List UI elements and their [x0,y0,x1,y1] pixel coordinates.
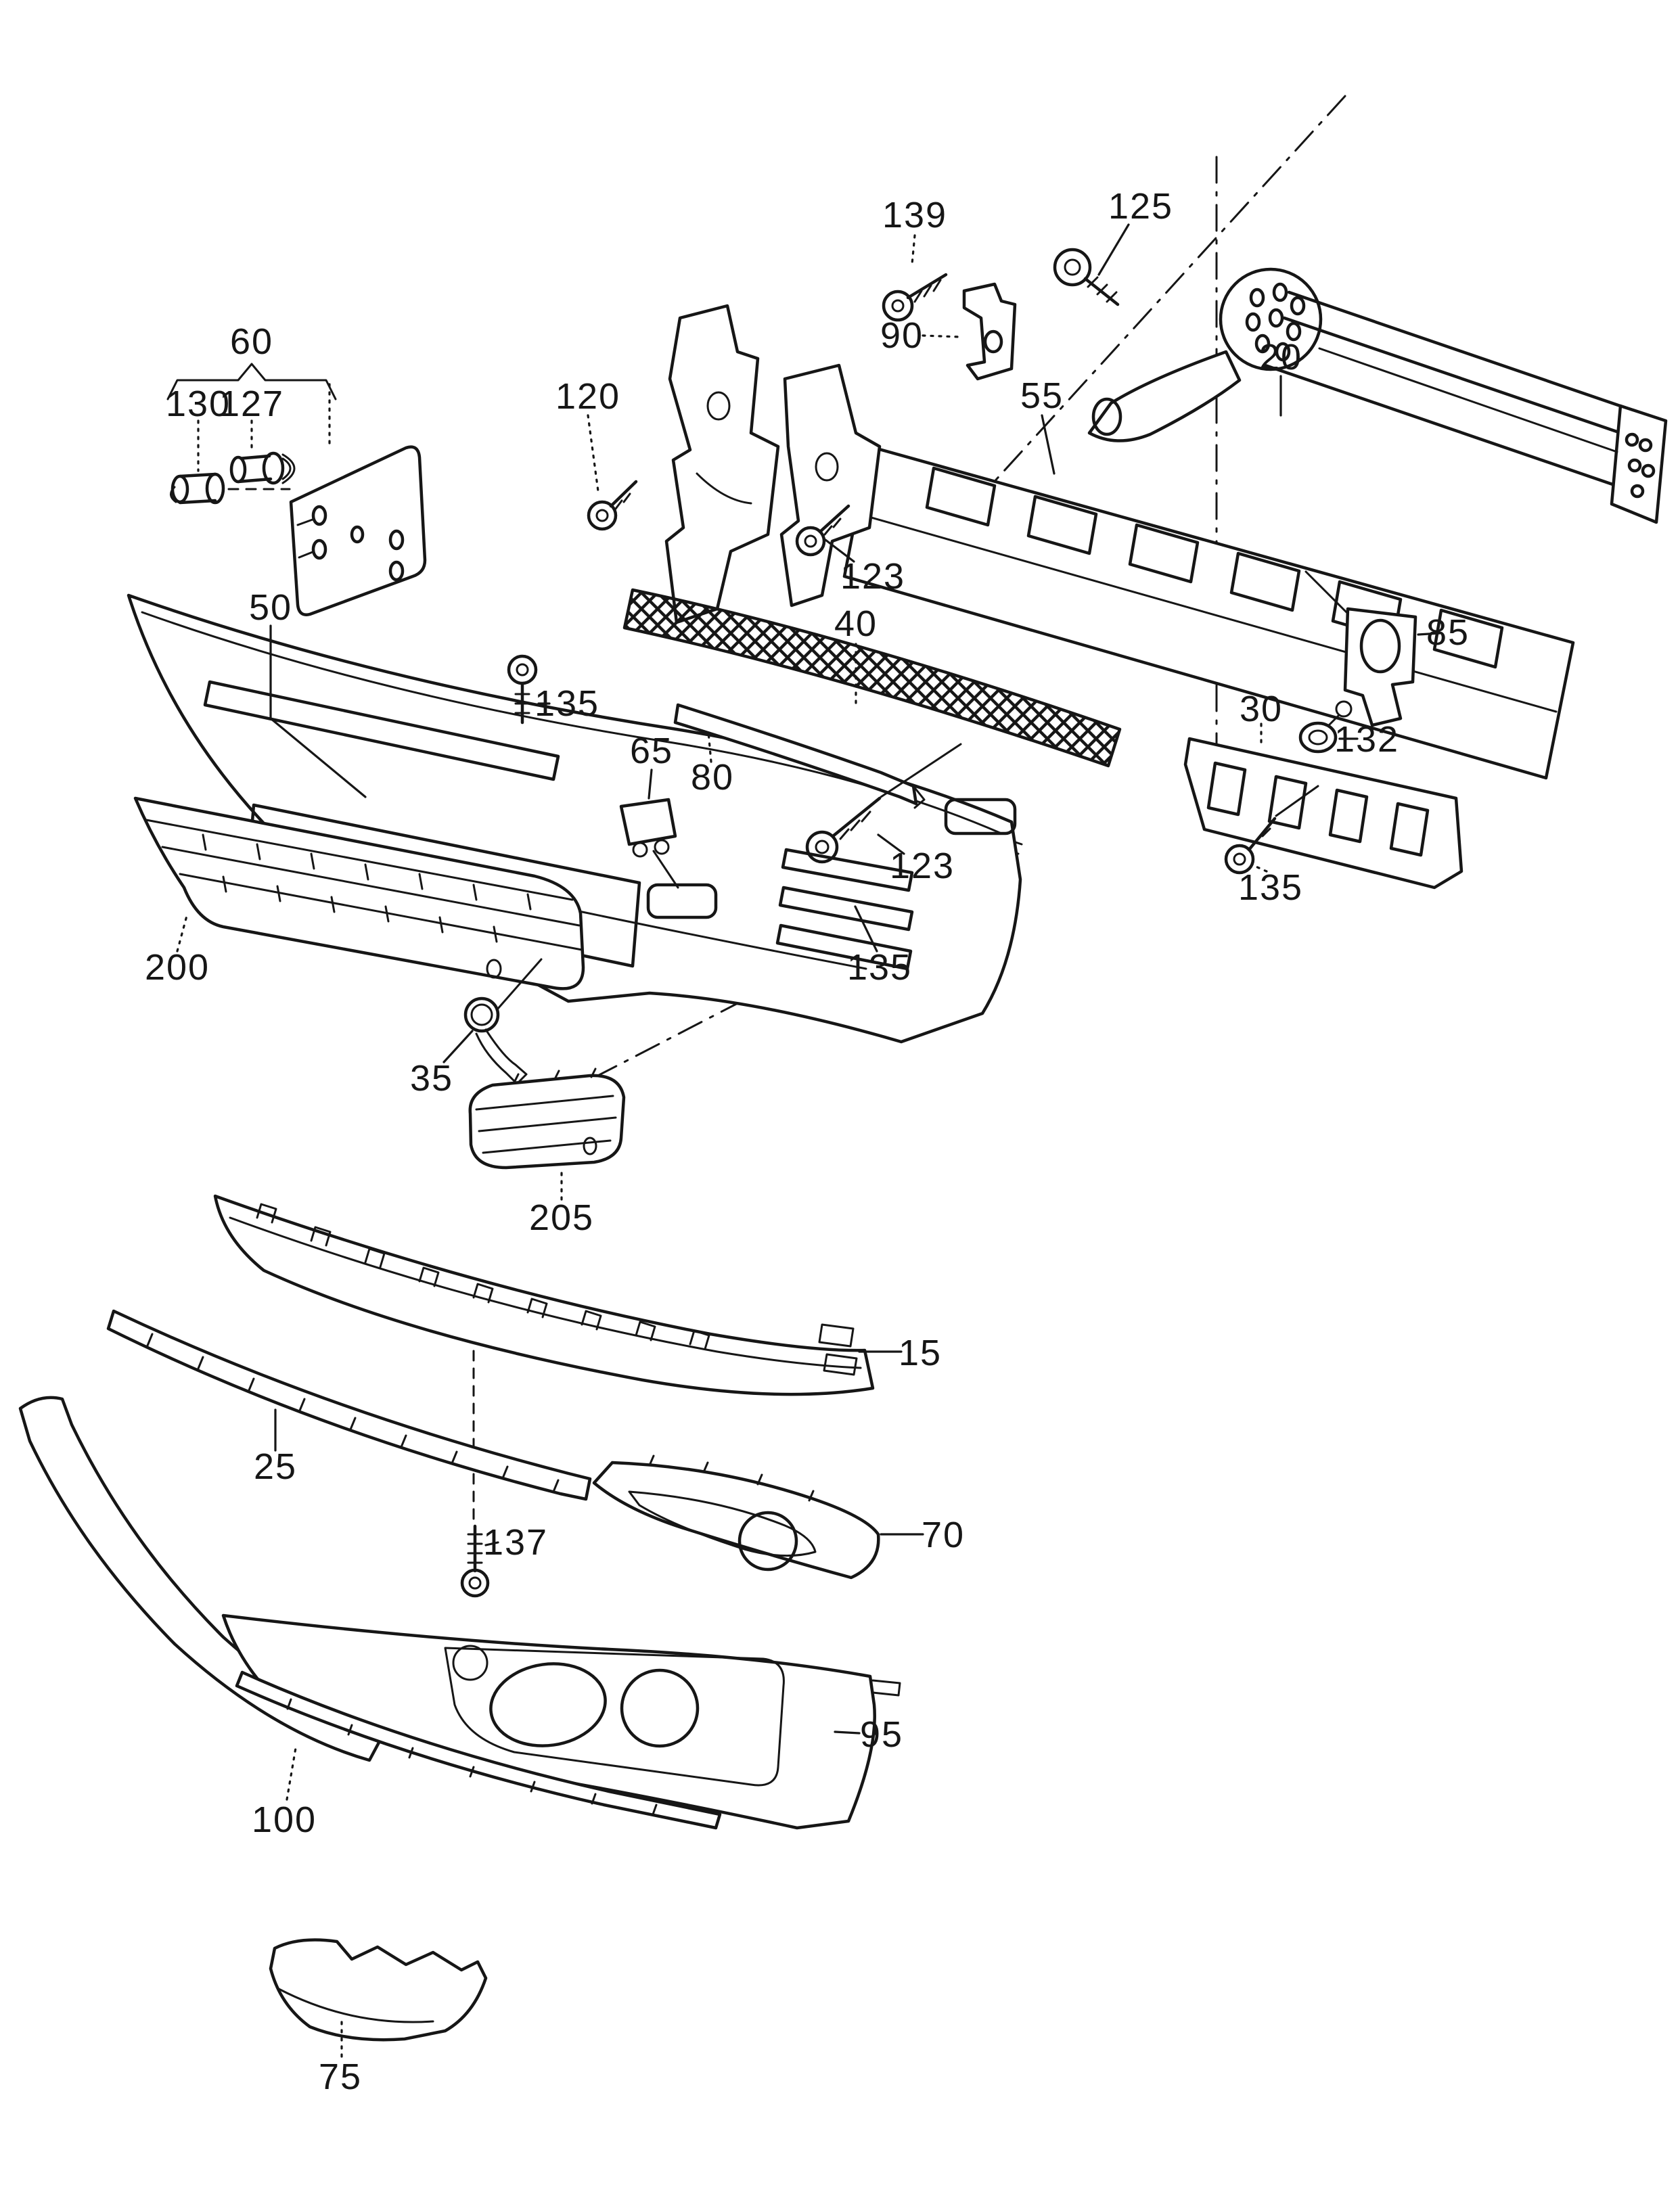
part-bracket-90 [962,282,1017,381]
callout-90[interactable]: 90 [880,315,924,356]
callout-123b[interactable]: 123 [889,846,955,886]
callout-130[interactable]: 130 [165,384,231,424]
leader-80 [707,731,712,763]
callout-85[interactable]: 85 [1426,612,1470,653]
leader-123b [877,833,905,855]
clip-130 [170,472,225,505]
leader-120 [587,414,599,492]
part-trim-strip-80 [673,703,926,809]
part-edge-strip-100 [235,1670,722,1830]
bolt-125 [1053,248,1120,306]
callout-95[interactable]: 95 [859,1714,904,1755]
callout-135a[interactable]: 135 [534,683,600,724]
callout-25[interactable]: 25 [253,1446,298,1487]
callout-100[interactable]: 100 [251,1799,317,1840]
callout-123a[interactable]: 123 [840,556,906,597]
leader-55 [1041,414,1055,475]
leader-125 [1097,223,1130,276]
screw-135a [507,654,538,725]
callout-125[interactable]: 125 [1108,186,1174,227]
callout-40[interactable]: 40 [834,603,878,644]
callout-132[interactable]: 132 [1334,719,1400,760]
grommet-132 [1298,700,1353,754]
callout-35[interactable]: 35 [409,1058,454,1099]
screw-137 [460,1524,490,1598]
callout-139[interactable]: 139 [882,195,948,235]
part-lower-grille-200 [133,796,585,990]
callout-120[interactable]: 120 [555,376,621,417]
callout-70[interactable]: 70 [921,1515,966,1555]
rivet-127 [229,451,296,485]
part-fog-grille-205 [468,1068,626,1170]
callout-60[interactable]: 60 [229,321,274,362]
callout-15[interactable]: 15 [898,1333,943,1373]
part-license-plate-bracket-60 [166,363,427,616]
screw-139 [882,273,948,322]
leader-139 [911,234,916,265]
callout-55[interactable]: 55 [1020,375,1064,416]
callout-205[interactable]: 205 [528,1197,595,1238]
callout-50[interactable]: 50 [248,587,293,628]
part-washer-cap-65 [619,798,679,889]
part-guide-bracket-30 [1183,737,1463,890]
callout-135b[interactable]: 135 [846,947,913,988]
screw-120 [587,480,638,531]
leader-137 [484,1541,499,1546]
leader-100 [286,1747,297,1801]
screw-123a [795,504,850,557]
part-spoiler-carrier-15 [213,1194,875,1396]
leader-95 [834,1730,861,1735]
callout-135c[interactable]: 135 [1238,867,1304,908]
part-skid-plate-75 [269,1938,488,2042]
leader-123a [824,538,855,563]
part-closing-bracket-85 [1304,570,1417,727]
part-fog-trim-70 [592,1454,880,1580]
leader-200 [176,915,188,953]
screw-135c [1224,785,1319,875]
screw-123b [805,743,962,864]
leader-90 [922,334,961,338]
leader-135c [1253,865,1268,873]
callout-30[interactable]: 30 [1239,689,1284,729]
callout-75[interactable]: 75 [318,2057,363,2097]
leader-85 [1417,632,1441,636]
leader-135b [854,905,878,953]
callout-137[interactable]: 137 [482,1522,549,1563]
part-tow-hook-cover-35 [463,958,543,1085]
part-trim-strip-25 [106,1309,592,1501]
callout-20[interactable]: 20 [1258,337,1303,377]
callout-65[interactable]: 65 [629,731,674,771]
part-impact-beam-20 [1087,267,1668,524]
callout-80[interactable]: 80 [690,757,735,798]
leader-65 [648,769,653,800]
leader-50 [269,624,367,798]
leader-35 [442,1030,474,1063]
callout-127[interactable]: 127 [219,384,285,424]
callout-200[interactable]: 200 [144,947,210,988]
